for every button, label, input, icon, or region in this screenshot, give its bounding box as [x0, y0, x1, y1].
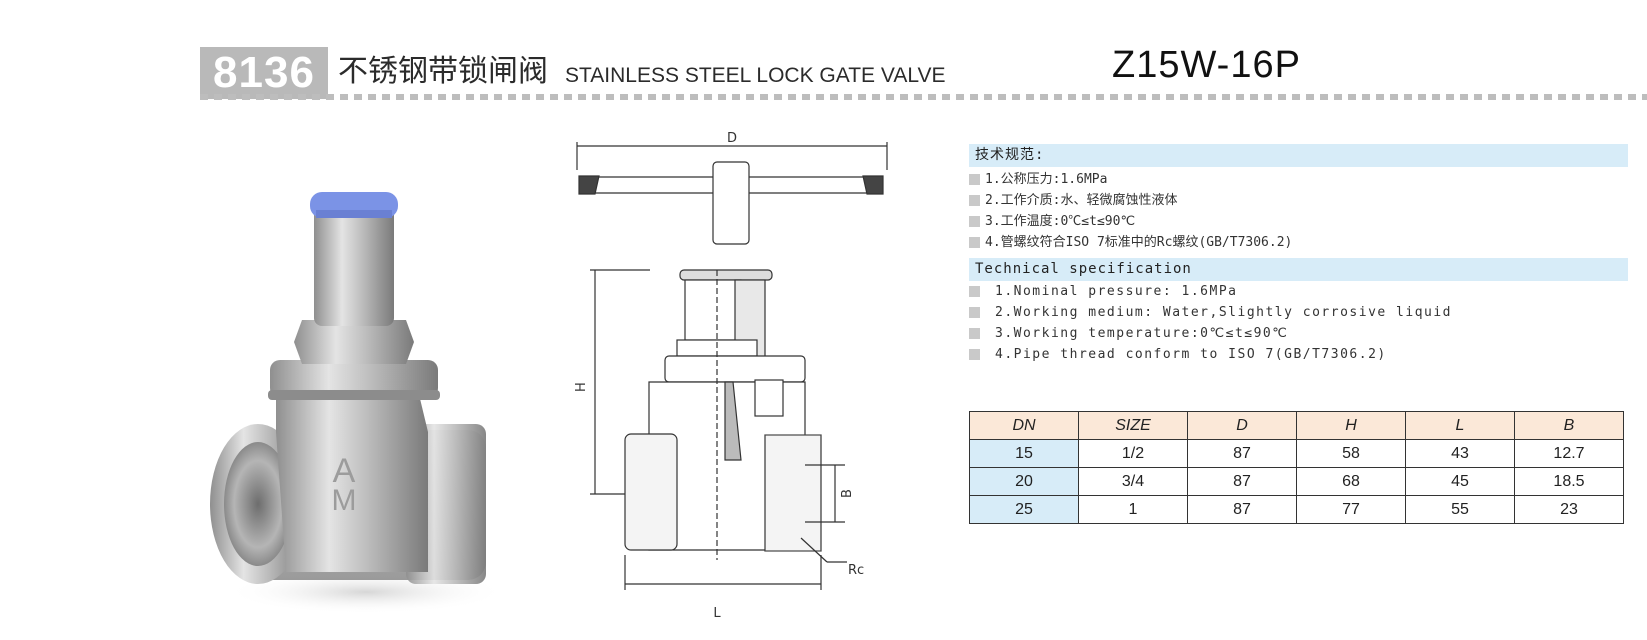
table-row: 25 1 87 77 55 23	[969, 495, 1624, 524]
table-cell: 1	[1078, 495, 1188, 524]
table-cell: 87	[1187, 467, 1297, 496]
list-item: 4.Pipe thread conform to ISO 7(GB/T7306.…	[969, 346, 1452, 367]
spec-en-list: 1.Nominal pressure: 1.6MPa 2.Working med…	[969, 283, 1452, 367]
column-header: H	[1296, 411, 1406, 440]
table-row: 15 1/2 87 58 43 12.7	[969, 439, 1624, 468]
table-cell: 25	[969, 495, 1079, 524]
table-header-row: DN SIZE D H L B	[969, 411, 1624, 440]
spec-cn-heading: 技术规范:	[969, 144, 1628, 167]
column-header: D	[1187, 411, 1297, 440]
spec-cn-list: 1.公称压力:1.6MPa 2.工作介质:水、轻微腐蚀性液体 3.工作温度:0℃…	[969, 171, 1292, 255]
table-cell: 1/2	[1078, 439, 1188, 468]
valve-section-drawing: D H B L Rc	[574, 131, 888, 621]
product-code: 8136	[200, 47, 328, 99]
dim-label-l: L	[713, 606, 721, 621]
table-cell: 77	[1296, 495, 1406, 524]
product-title-cn: 不锈钢带锁闸阀	[338, 54, 548, 89]
table-cell: 18.5	[1514, 467, 1624, 496]
list-item: 3.Working temperature:0℃≤t≤90℃	[969, 325, 1452, 346]
table-cell: 23	[1514, 495, 1624, 524]
dim-label-b: B	[840, 489, 855, 498]
list-item: 3.工作温度:0℃≤t≤90℃	[969, 213, 1292, 234]
table-cell: 12.7	[1514, 439, 1624, 468]
table-cell: 68	[1296, 467, 1406, 496]
table-cell: 15	[969, 439, 1079, 468]
list-item: 1.Nominal pressure: 1.6MPa	[969, 283, 1452, 304]
column-header: SIZE	[1078, 411, 1188, 440]
dim-label-h: H	[574, 382, 589, 392]
list-item: 4.管螺纹符合ISO 7标准中的Rc螺纹(GB/T7306.2)	[969, 234, 1292, 255]
table-cell: 43	[1405, 439, 1515, 468]
dim-label-rc: Rc	[848, 563, 864, 578]
table-cell: 87	[1187, 495, 1297, 524]
model-number: Z15W-16P	[1112, 44, 1301, 86]
list-item: 2.Working medium: Water,Slightly corrosi…	[969, 304, 1452, 325]
table-cell: 55	[1405, 495, 1515, 524]
table-cell: 3/4	[1078, 467, 1188, 496]
list-item: 2.工作介质:水、轻微腐蚀性液体	[969, 192, 1292, 213]
table-cell: 87	[1187, 439, 1297, 468]
table-cell: 20	[969, 467, 1079, 496]
table-row: 20 3/4 87 68 45 18.5	[969, 467, 1624, 496]
product-title-en: STAINLESS STEEL LOCK GATE VALVE	[565, 64, 946, 87]
dimension-table: DN SIZE D H L B 15 1/2 87 58 43 12.7 20 …	[969, 411, 1624, 524]
header-divider	[200, 94, 1647, 100]
dim-label-d: D	[727, 131, 737, 146]
list-item: 1.公称压力:1.6MPa	[969, 171, 1292, 192]
table-cell: 58	[1296, 439, 1406, 468]
column-header: L	[1405, 411, 1515, 440]
svg-text:M: M	[332, 484, 357, 517]
svg-text:A: A	[333, 452, 356, 490]
column-header: DN	[969, 411, 1079, 440]
column-header: B	[1514, 411, 1624, 440]
spec-en-heading: Technical specification	[969, 258, 1628, 281]
table-cell: 45	[1405, 467, 1515, 496]
valve-photo-icon: A M	[210, 192, 496, 614]
